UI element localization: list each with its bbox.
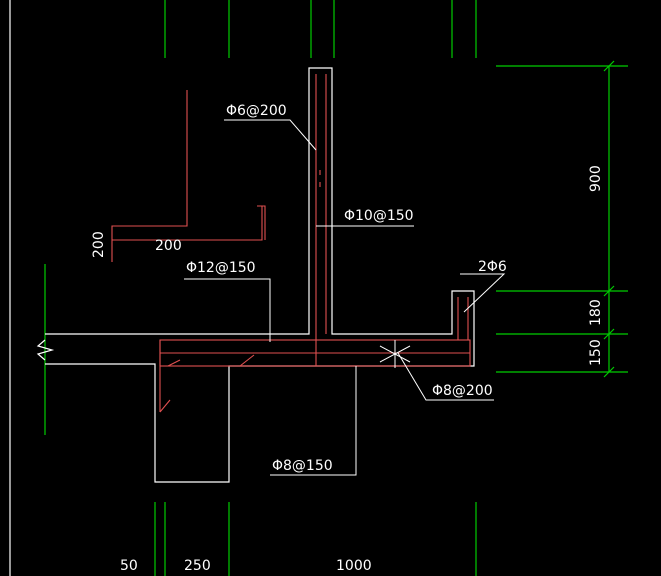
dim-label-180: 180 — [588, 299, 604, 326]
label-2phi6: 2Φ6 — [478, 259, 507, 275]
label-phi6-200: Φ6@200 — [226, 103, 287, 119]
leader-phi8-150 — [270, 366, 357, 476]
dim-label-1000: 1000 — [336, 558, 372, 574]
dim-tick-2 — [603, 285, 615, 297]
dim-tick-1 — [603, 60, 615, 72]
dim-label-50: 50 — [120, 558, 138, 574]
axis-lines — [44, 0, 628, 576]
label-phi12-150: Φ12@150 — [186, 260, 256, 276]
label-bent-height: 200 — [91, 231, 107, 258]
rebar-bent-bar — [111, 90, 188, 262]
rebar-bent-hook — [257, 205, 266, 240]
break-line — [36, 339, 55, 361]
label-bent-length: 200 — [155, 238, 182, 254]
label-phi8-200: Φ8@200 — [432, 383, 493, 399]
leader-2phi6 — [460, 273, 506, 313]
dim-label-900: 900 — [588, 165, 604, 192]
dim-tick-4 — [603, 366, 615, 378]
rebar-bent-bar-lower — [112, 206, 263, 241]
rebar-hook-2 — [159, 399, 171, 413]
leader-phi8-200 — [397, 352, 494, 401]
leader-phi6-200 — [224, 119, 317, 151]
rebar-hook-1 — [167, 359, 181, 367]
rebar-hook-3 — [239, 354, 255, 367]
wall-and-slab-outline — [45, 67, 475, 483]
leader-phi12-150 — [184, 278, 271, 342]
rebar-lines — [111, 74, 471, 413]
cross-mark — [379, 340, 411, 368]
dim-tick-3 — [603, 328, 615, 340]
label-phi10-150: Φ10@150 — [344, 208, 414, 224]
label-phi8-150: Φ8@150 — [272, 458, 333, 474]
dim-label-250: 250 — [184, 558, 211, 574]
leader-lines — [184, 119, 506, 476]
dim-label-150: 150 — [588, 339, 604, 366]
concrete-outline — [9, 0, 475, 576]
